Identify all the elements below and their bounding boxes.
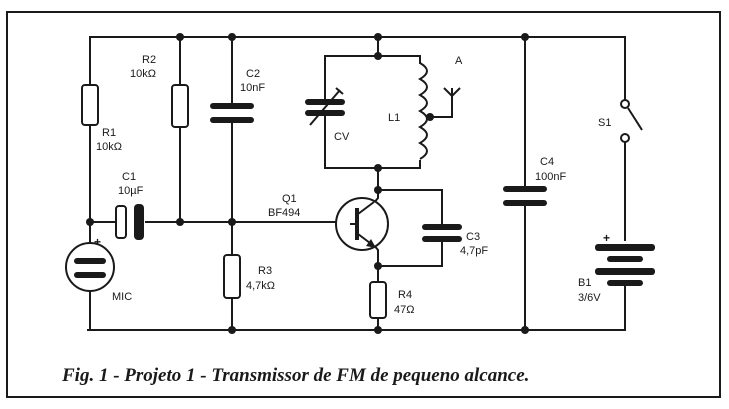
- l1-ref: L1: [388, 112, 400, 124]
- c2-ref: C2: [246, 68, 260, 80]
- capacitor-c2: [210, 103, 254, 123]
- capacitor-c4: [503, 186, 547, 206]
- c1-ref: C1: [122, 171, 136, 183]
- switch-s1: [620, 99, 643, 143]
- resistor-r2: [171, 84, 189, 128]
- r2-value: 10kΩ: [130, 68, 156, 80]
- c4-ref: C4: [540, 156, 554, 168]
- q1-value: BF494: [268, 207, 300, 219]
- b1-value: 3/6V: [578, 292, 601, 304]
- transistor-q1: [335, 197, 389, 251]
- r4-ref: R4: [398, 289, 412, 301]
- battery-b1: [595, 244, 655, 286]
- figure-frame: [6, 11, 721, 398]
- figure-caption: Fig. 1 - Projeto 1 - Transmissor de FM d…: [61, 365, 529, 386]
- resistor-r3: [223, 254, 241, 299]
- r3-ref: R3: [258, 265, 272, 277]
- junction-dots: [86, 33, 529, 334]
- resistor-r4: [369, 281, 387, 319]
- r3-value: 4,7kΩ: [246, 280, 275, 292]
- r1-value: 10kΩ: [96, 141, 122, 153]
- q1-ref: Q1: [282, 193, 297, 205]
- c2-value: 10nF: [240, 82, 265, 94]
- cv-ref: CV: [334, 131, 350, 143]
- variable-capacitor-cv: [305, 87, 345, 126]
- inductor-l1: [417, 62, 428, 160]
- c4-value: 100nF: [535, 171, 566, 183]
- s1-ref: S1: [598, 117, 611, 129]
- c3-value: 4,7pF: [460, 245, 488, 257]
- r1-ref: R1: [102, 127, 116, 139]
- battery-polarity: +: [603, 231, 610, 245]
- c1-value: 10µF: [118, 185, 144, 197]
- microphone: [65, 242, 115, 292]
- antenna-tap: [430, 87, 461, 118]
- resistor-r1: [81, 84, 99, 126]
- antenna-ref: A: [455, 55, 463, 67]
- r4-value: 47Ω: [394, 304, 414, 316]
- mic-polarity: +: [94, 235, 101, 249]
- c3-ref: C3: [466, 231, 480, 243]
- capacitor-c1: [115, 204, 144, 240]
- capacitor-c3: [422, 224, 462, 242]
- r2-ref: R2: [142, 54, 156, 66]
- wiring: [87, 36, 626, 331]
- mic-ref: MIC: [112, 291, 132, 303]
- b1-ref: B1: [578, 277, 591, 289]
